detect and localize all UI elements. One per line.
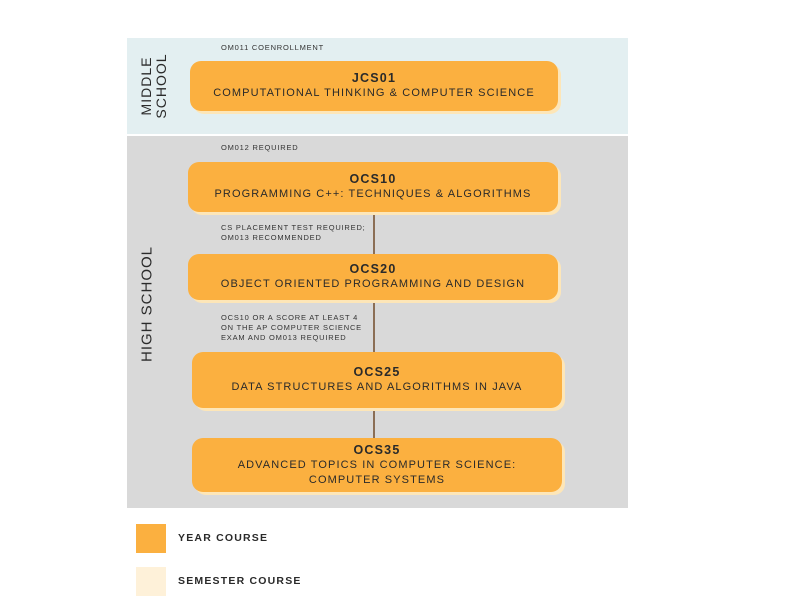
course-box-jcs01[interactable]: JCS01 COMPUTATIONAL THINKING & COMPUTER … — [190, 61, 558, 111]
prereq-note-jcs01: OM011 COENROLLMENT — [221, 43, 324, 53]
note-line: ON THE AP COMPUTER SCIENCE — [221, 323, 362, 332]
middle-school-label: MIDDLE SCHOOL — [138, 51, 169, 121]
legend-swatch-semester — [136, 567, 166, 596]
course-code: OCS20 — [349, 262, 397, 276]
note-line: OM012 REQUIRED — [221, 143, 299, 152]
note-line: OM011 COENROLLMENT — [221, 43, 325, 52]
middle-school-label-line: SCHOOL — [153, 53, 169, 119]
course-code: OCS10 — [349, 172, 397, 186]
course-title: COMPUTATIONAL THINKING & COMPUTER SCIENC… — [213, 87, 535, 99]
course-box-ocs20[interactable]: OCS20 OBJECT ORIENTED PROGRAMMING AND DE… — [188, 254, 558, 300]
legend-label-year: YEAR COURSE — [178, 532, 269, 544]
note-line: OCS10 OR A SCORE AT LEAST 4 — [221, 313, 359, 322]
legend-swatch-year — [136, 524, 166, 553]
course-title: PROGRAMMING C++: TECHNIQUES & ALGORITHMS — [214, 188, 532, 200]
course-code: OCS25 — [353, 365, 401, 379]
connector-ocs25-ocs35 — [373, 408, 375, 439]
course-box-ocs25[interactable]: OCS25 DATA STRUCTURES AND ALGORITHMS IN … — [192, 352, 562, 408]
course-title: ADVANCED TOPICS IN COMPUTER SCIENCE: COM… — [237, 458, 517, 486]
note-line: OM013 RECOMMENDED — [221, 233, 322, 242]
connector-ocs10-ocs20 — [373, 212, 375, 255]
prereq-note-ocs25: OCS10 OR A SCORE AT LEAST 4 ON THE AP CO… — [221, 313, 362, 343]
middle-school-label-line: MIDDLE — [138, 56, 154, 116]
course-title: OBJECT ORIENTED PROGRAMMING AND DESIGN — [220, 278, 526, 290]
prereq-note-ocs20: CS PLACEMENT TEST REQUIRED; OM013 RECOMM… — [221, 223, 366, 243]
course-box-ocs35[interactable]: OCS35 ADVANCED TOPICS IN COMPUTER SCIENC… — [192, 438, 562, 492]
course-code: JCS01 — [351, 71, 397, 85]
course-code: OCS35 — [353, 442, 401, 457]
prereq-note-ocs10: OM012 REQUIRED — [221, 143, 298, 153]
note-line: EXAM AND OM013 REQUIRED — [221, 333, 347, 342]
note-line: CS PLACEMENT TEST REQUIRED; — [221, 223, 366, 232]
connector-ocs20-ocs25 — [373, 300, 375, 353]
high-school-label: HIGH SCHOOL — [138, 245, 156, 363]
course-box-ocs10[interactable]: OCS10 PROGRAMMING C++: TECHNIQUES & ALGO… — [188, 162, 558, 212]
course-title: DATA STRUCTURES AND ALGORITHMS IN JAVA — [231, 381, 523, 393]
legend-label-semester: SEMESTER COURSE — [178, 575, 302, 587]
